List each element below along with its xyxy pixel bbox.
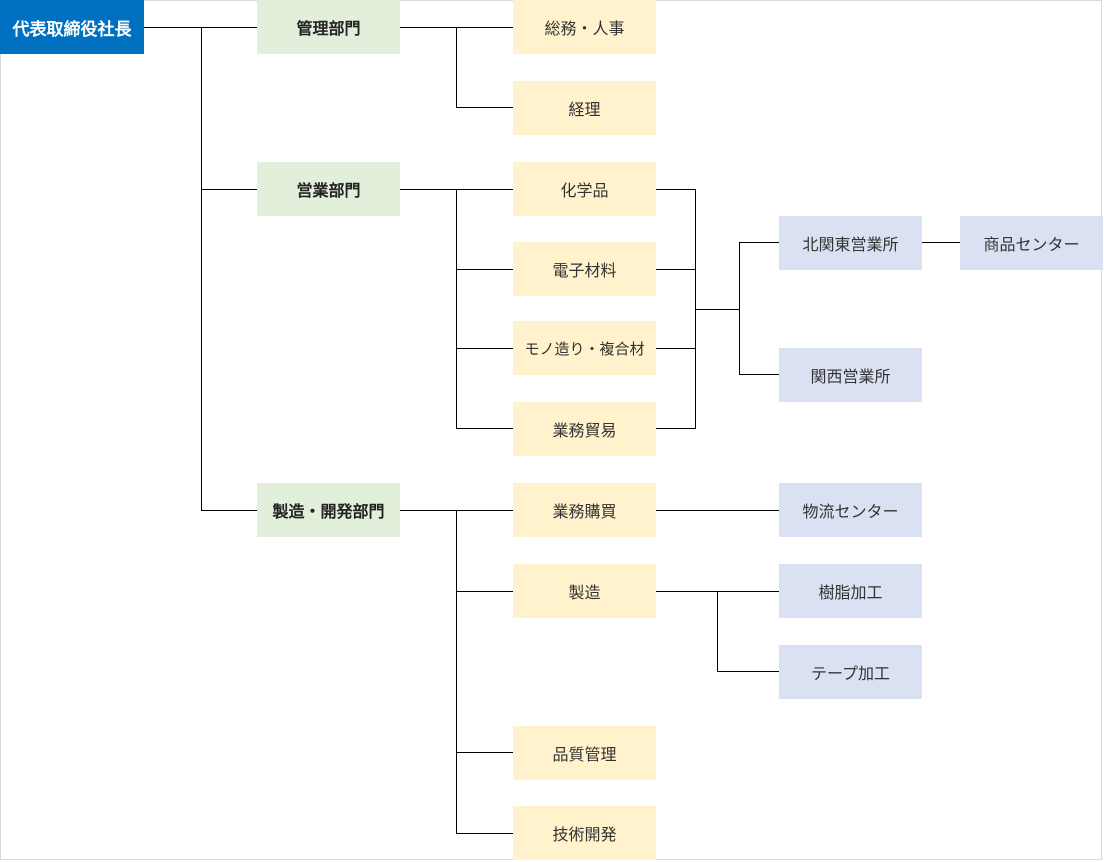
node-unit-production: 製造	[513, 564, 656, 618]
node-dept-manufacturing: 製造・開発部門	[257, 483, 400, 537]
node-unit-purchasing: 業務購買	[513, 483, 656, 537]
node-office-kansai: 関西営業所	[779, 348, 922, 402]
node-unit-electronic-materials: 電子材料	[513, 242, 656, 296]
node-tape-processing: テープ加工	[779, 645, 922, 699]
node-resin-processing: 樹脂加工	[779, 564, 922, 618]
node-unit-business-trade: 業務貿易	[513, 402, 656, 456]
node-ceo: 代表取締役社長	[0, 0, 144, 54]
node-logistics-center: 物流センター	[779, 483, 922, 537]
node-unit-chemicals: 化学品	[513, 162, 656, 216]
node-dept-sales: 営業部門	[257, 162, 400, 216]
node-unit-tech-development: 技術開発	[513, 806, 656, 860]
node-office-kita-kanto: 北関東営業所	[779, 216, 922, 270]
node-unit-general-affairs-hr: 総務・人事	[513, 0, 656, 54]
node-unit-quality-control: 品質管理	[513, 726, 656, 780]
node-unit-accounting: 経理	[513, 81, 656, 135]
node-dept-admin: 管理部門	[257, 0, 400, 54]
node-unit-manufacturing-composites: モノ造り・複合材	[513, 321, 656, 375]
node-product-center: 商品センター	[960, 216, 1103, 270]
